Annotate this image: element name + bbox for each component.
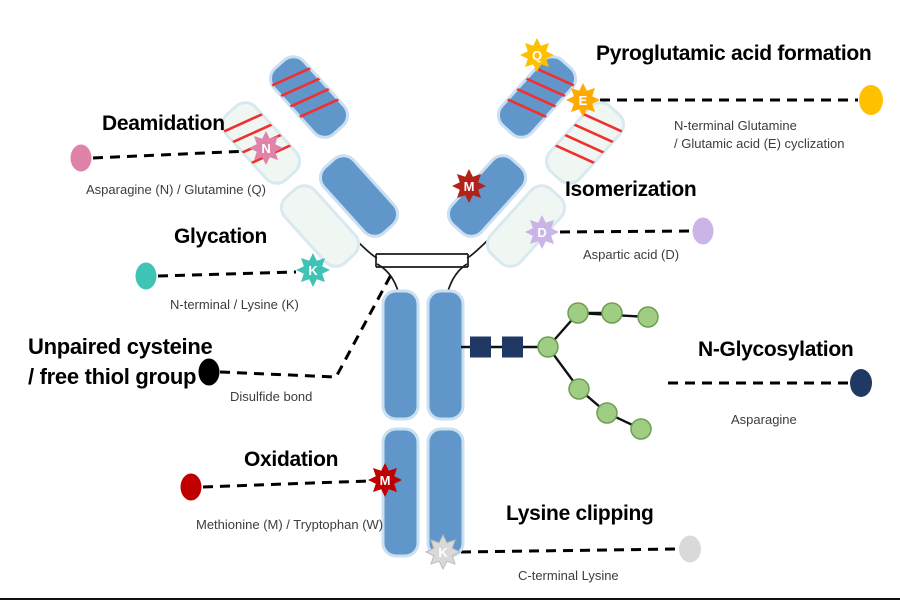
glycan-mannose-circle (568, 378, 590, 400)
oxidation-connector (202, 479, 369, 489)
pyroglutamic-title: Pyroglutamic acid formation (596, 42, 872, 65)
lysine-clipping-endpoint-dot (679, 535, 701, 563)
fc-region (381, 289, 465, 558)
fab-variable-domain-blue (496, 55, 578, 139)
asparagine-n-marker: N (249, 131, 283, 165)
marker-letter: M (380, 473, 391, 488)
lysine-clipping-connector (460, 547, 678, 554)
fab-arm-left (220, 55, 400, 268)
methionine-stem-marker: M (368, 463, 402, 497)
glycan-mannose-circle (630, 418, 652, 440)
marker-letter: M (464, 179, 475, 194)
unpaired-cysteine-title-line2: / free thiol group (28, 364, 197, 389)
fab-arm-right (446, 55, 626, 268)
lysine-clipping-subtitle: C-terminal Lysine (518, 568, 619, 583)
fab-variable-domain-blue (268, 55, 350, 139)
hinge-disulfide-bonds (351, 235, 493, 292)
fab-variable-domain-pale (544, 101, 626, 185)
glycan-mannose-circle (567, 302, 589, 324)
fab-constant-domain-pale (279, 184, 361, 268)
oxidation-title: Oxidation (244, 448, 339, 471)
pyroglutamic-endpoint-dot (859, 85, 883, 115)
glutamate-e-marker: E (566, 83, 600, 117)
glycation-subtitle: N-terminal / Lysine (K) (170, 297, 299, 312)
endpoint-dots (70, 85, 883, 563)
fc-domain (426, 289, 465, 421)
unpaired-cysteine-connector (219, 272, 394, 379)
deamidation-title: Deamidation (102, 112, 225, 135)
oxidation-endpoint-dot (180, 473, 202, 501)
n-glycosylation-subtitle: Asparagine (731, 412, 797, 427)
fab-constant-domain-blue (318, 154, 400, 238)
deamidation-subtitle: Asparagine (N) / Glutamine (Q) (86, 182, 266, 197)
methionine-arm-marker: M (452, 169, 486, 203)
glycan-glcnac-square (470, 336, 491, 358)
n-glycosylation-title: N-Glycosylation (698, 338, 854, 361)
deamidation-connector (92, 149, 250, 160)
marker-letter: Q (532, 48, 542, 63)
glutamine-q-marker: Q (520, 38, 554, 72)
fc-domain (381, 427, 420, 558)
glycan-mannose-circle (596, 402, 618, 424)
cdr-stripes (553, 112, 625, 165)
bottom-border (0, 598, 900, 600)
antibody-structure (220, 55, 626, 558)
marker-letter: K (308, 263, 318, 278)
glycan-mannose-circle (537, 336, 559, 358)
aspartate-d-marker: D (525, 215, 559, 249)
isomerization-connector (559, 229, 691, 234)
disulfide-bond-subtitle: Disulfide bond (230, 389, 313, 404)
marker-letter: E (579, 93, 588, 108)
marker-letter: N (261, 141, 270, 156)
marker-letter: K (438, 545, 448, 560)
glycation-connector (157, 270, 297, 278)
glycan-mannose-circle (601, 302, 623, 324)
cdr-stripes (505, 66, 577, 119)
fc-domain (426, 427, 465, 558)
glycation-title: Glycation (174, 225, 267, 248)
connector-lines (92, 98, 858, 554)
isomerization-title: Isomerization (565, 178, 697, 201)
oxidation-subtitle: Methionine (M) / Tryptophan (W) (196, 517, 384, 532)
marker-letter: D (537, 225, 546, 240)
unpaired-cysteine-title-line1: Unpaired cysteine (28, 334, 213, 359)
residue-markers: Q E N M D K M (249, 38, 600, 570)
glycan-glcnac-square (502, 336, 523, 358)
glycation-endpoint-dot (135, 262, 157, 290)
unpaired-cysteine-endpoint-dot (198, 358, 220, 386)
pyroglutamic-subtitle-line2: / Glutamic acid (E) cyclization (674, 136, 845, 151)
lysine-cterm-marker: K (425, 534, 461, 570)
n-glycosylation-endpoint-dot (850, 369, 872, 397)
isomerization-endpoint-dot (692, 217, 714, 245)
glycan-mannose-circle (637, 306, 659, 328)
fc-domain (381, 289, 420, 421)
pyroglutamic-subtitle-line1: N-terminal Glutamine (674, 118, 797, 133)
lysine-clipping-title: Lysine clipping (506, 502, 654, 525)
lysine-arm-marker: K (296, 253, 330, 287)
deamidation-endpoint-dot (70, 144, 92, 172)
cdr-stripes (269, 66, 341, 119)
glycan-tree (461, 302, 659, 440)
isomerization-subtitle: Aspartic acid (D) (583, 247, 680, 262)
